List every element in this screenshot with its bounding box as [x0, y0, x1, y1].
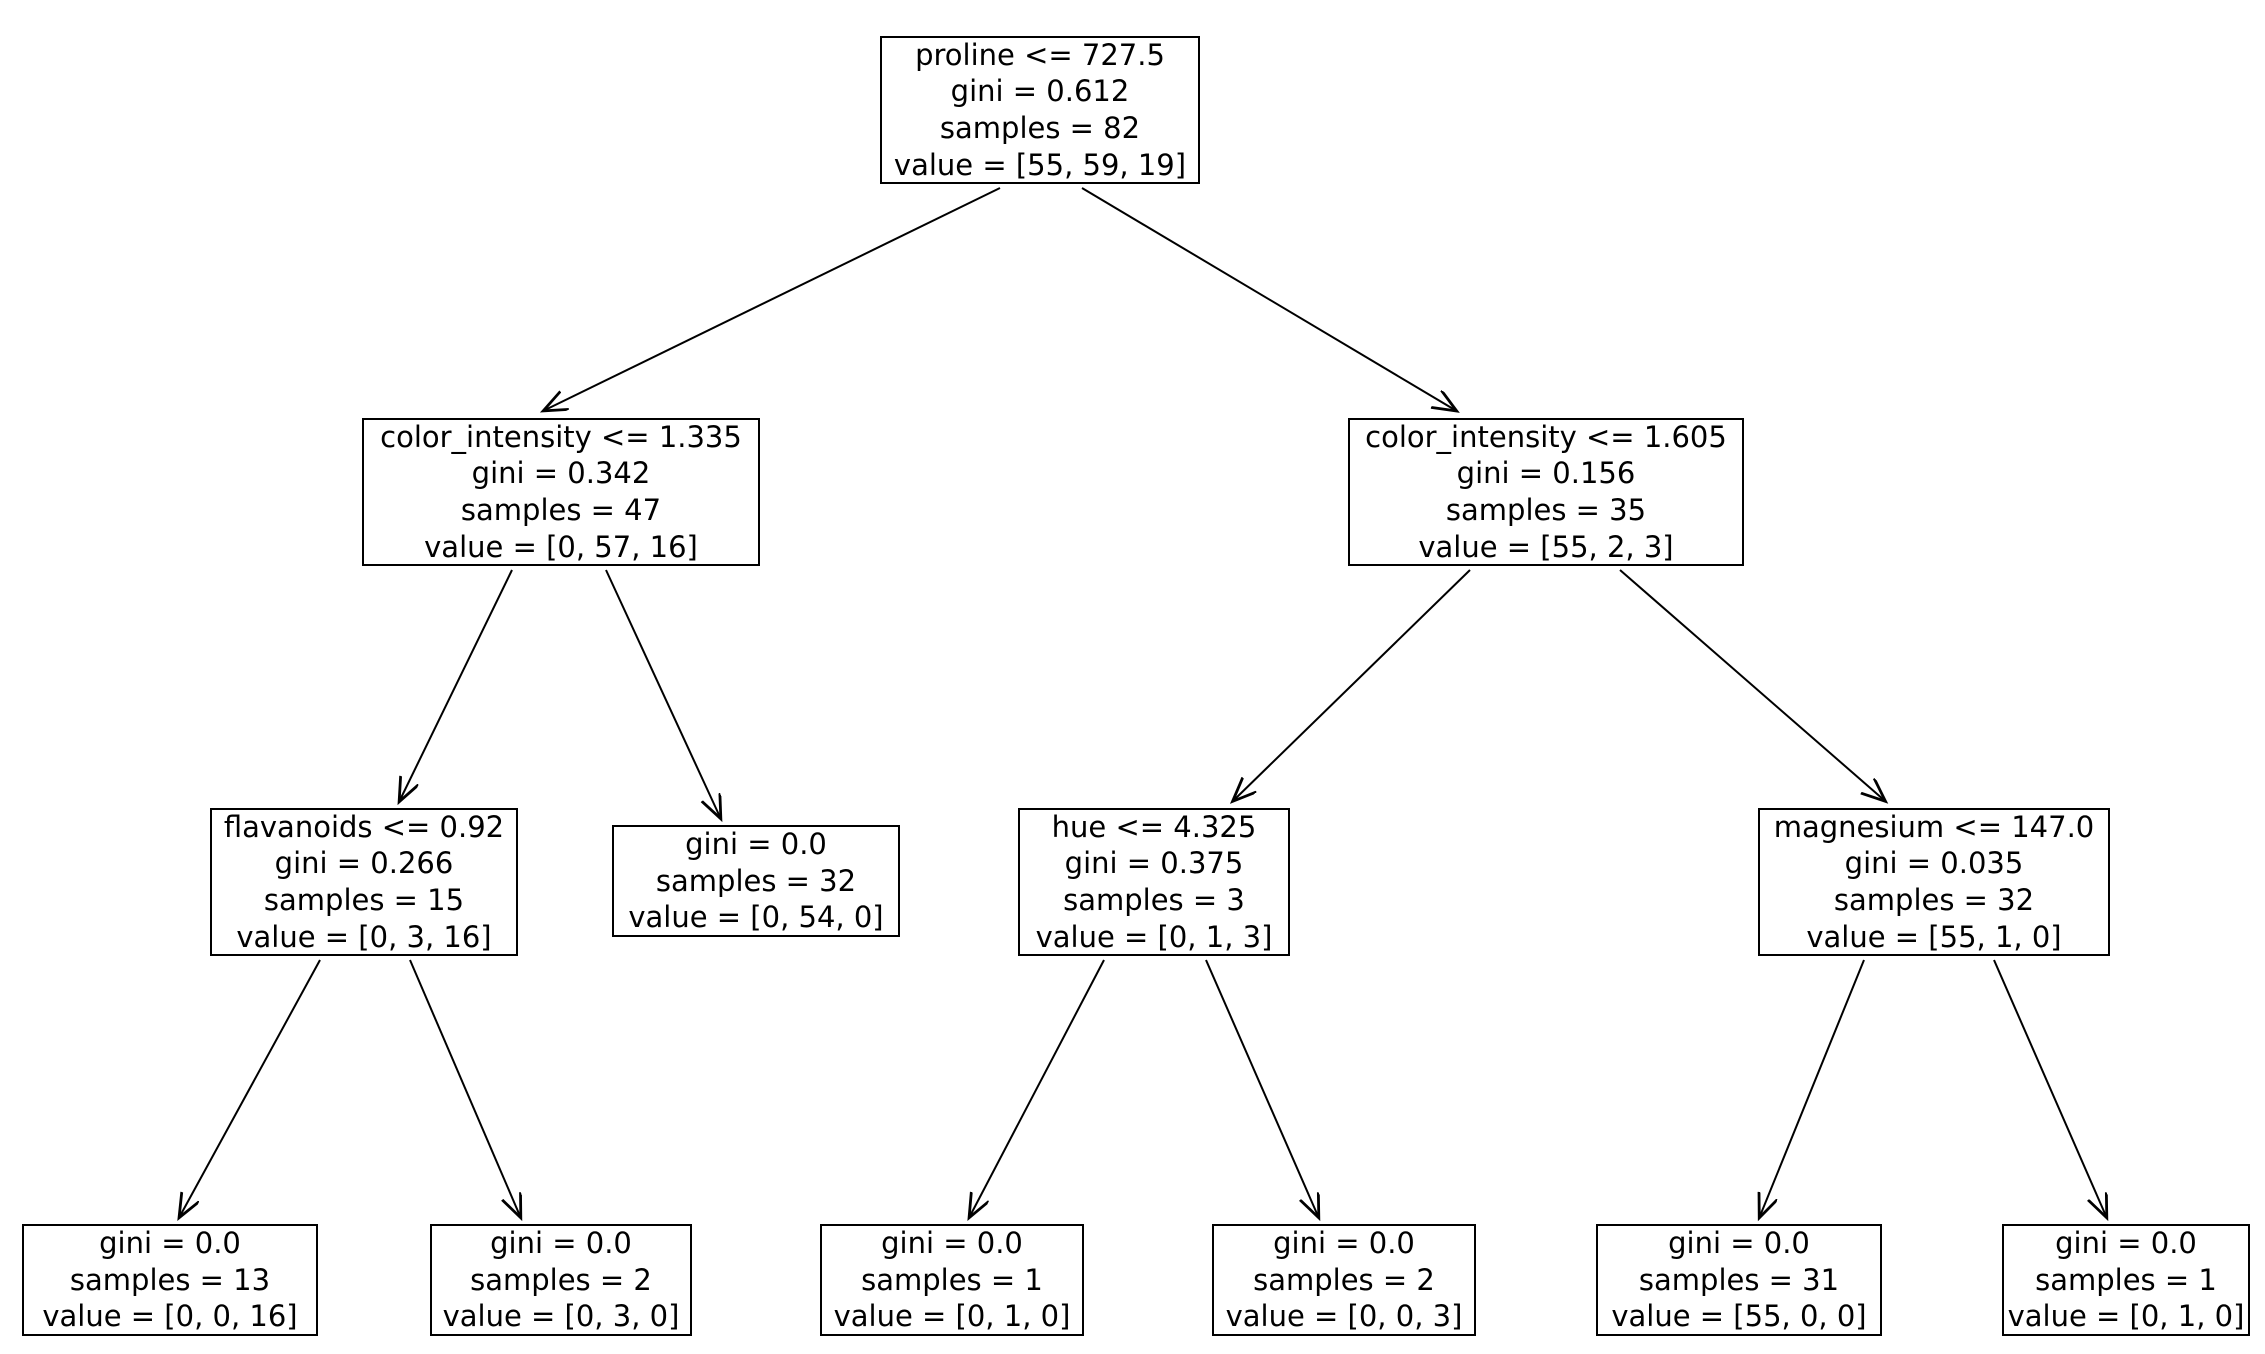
node-gini: gini = 0.156 — [1456, 456, 1636, 491]
tree-edge-n1-n4 — [605, 569, 720, 817]
node-value: value = [55, 0, 0] — [1611, 1299, 1867, 1334]
node-gini: gini = 0.0 — [1273, 1226, 1415, 1261]
node-samples: samples = 47 — [460, 493, 662, 527]
tree-edge-n5-n9 — [970, 959, 1105, 1216]
node-gini: gini = 0.612 — [950, 74, 1130, 109]
node-value: value = [55, 59, 19] — [893, 147, 1187, 182]
tree-edge-n1-n3 — [400, 569, 513, 800]
tree-edge-n0-n2 — [1081, 187, 1455, 410]
node-samples: samples = 15 — [263, 883, 465, 917]
node-gini: gini = 0.375 — [1064, 846, 1244, 881]
node-condition: flavanoids <= 0.92 — [223, 809, 505, 844]
tree-edge-n2-n6 — [1619, 569, 1884, 800]
node-samples: samples = 13 — [69, 1262, 271, 1297]
node-gini: gini = 0.0 — [1668, 1226, 1810, 1261]
tree-edge-n5-n10 — [1205, 959, 1318, 1216]
node-value: value = [0, 3, 16] — [236, 919, 492, 954]
tree-edge-n2-n5 — [1234, 569, 1471, 800]
tree-edge-n6-n11 — [1760, 959, 1865, 1216]
node-gini: gini = 0.266 — [274, 846, 454, 881]
node-samples: samples = 32 — [1833, 883, 2035, 917]
node-samples: samples = 32 — [655, 863, 857, 898]
node-gini: gini = 0.0 — [99, 1226, 241, 1261]
node-condition: magnesium <= 147.0 — [1773, 809, 2095, 844]
tree-edge-n3-n7 — [180, 959, 321, 1216]
node-gini: gini = 0.342 — [471, 456, 651, 491]
node-condition: hue <= 4.325 — [1051, 809, 1257, 844]
node-value: value = [0, 0, 3] — [1225, 1299, 1463, 1334]
node-condition: color_intensity <= 1.605 — [1365, 419, 1727, 454]
tree-edge-group — [180, 187, 2106, 1216]
node-samples: samples = 35 — [1445, 493, 1647, 527]
node-value: value = [0, 0, 16] — [42, 1299, 298, 1334]
node-value: value = [0, 1, 0] — [2007, 1299, 2245, 1334]
node-samples: samples = 82 — [939, 111, 1141, 145]
node-gini: gini = 0.0 — [490, 1226, 632, 1261]
node-samples: samples = 31 — [1638, 1262, 1840, 1297]
node-samples: samples = 1 — [2035, 1262, 2217, 1297]
node-value: value = [0, 1, 3] — [1035, 919, 1273, 954]
node-samples: samples = 1 — [861, 1262, 1043, 1297]
node-gini: gini = 0.035 — [1844, 846, 2024, 881]
node-gini: gini = 0.0 — [685, 827, 827, 862]
node-value: value = [0, 3, 0] — [442, 1299, 680, 1334]
node-condition: color_intensity <= 1.335 — [380, 419, 742, 454]
node-samples: samples = 3 — [1063, 883, 1245, 917]
node-condition: proline <= 727.5 — [915, 37, 1165, 72]
node-value: value = [55, 1, 0] — [1806, 919, 2062, 954]
node-gini: gini = 0.0 — [881, 1226, 1023, 1261]
tree-edge-n6-n12 — [1993, 959, 2106, 1216]
node-value: value = [0, 54, 0] — [628, 900, 884, 935]
node-value: value = [0, 57, 16] — [424, 529, 698, 564]
node-gini: gini = 0.0 — [2055, 1226, 2197, 1261]
node-samples: samples = 2 — [1253, 1262, 1435, 1297]
node-value: value = [0, 1, 0] — [833, 1299, 1071, 1334]
tree-edge-n0-n1 — [545, 187, 1001, 410]
node-samples: samples = 2 — [470, 1262, 652, 1297]
tree-edge-n3-n8 — [409, 959, 520, 1216]
node-value: value = [55, 2, 3] — [1418, 529, 1674, 564]
